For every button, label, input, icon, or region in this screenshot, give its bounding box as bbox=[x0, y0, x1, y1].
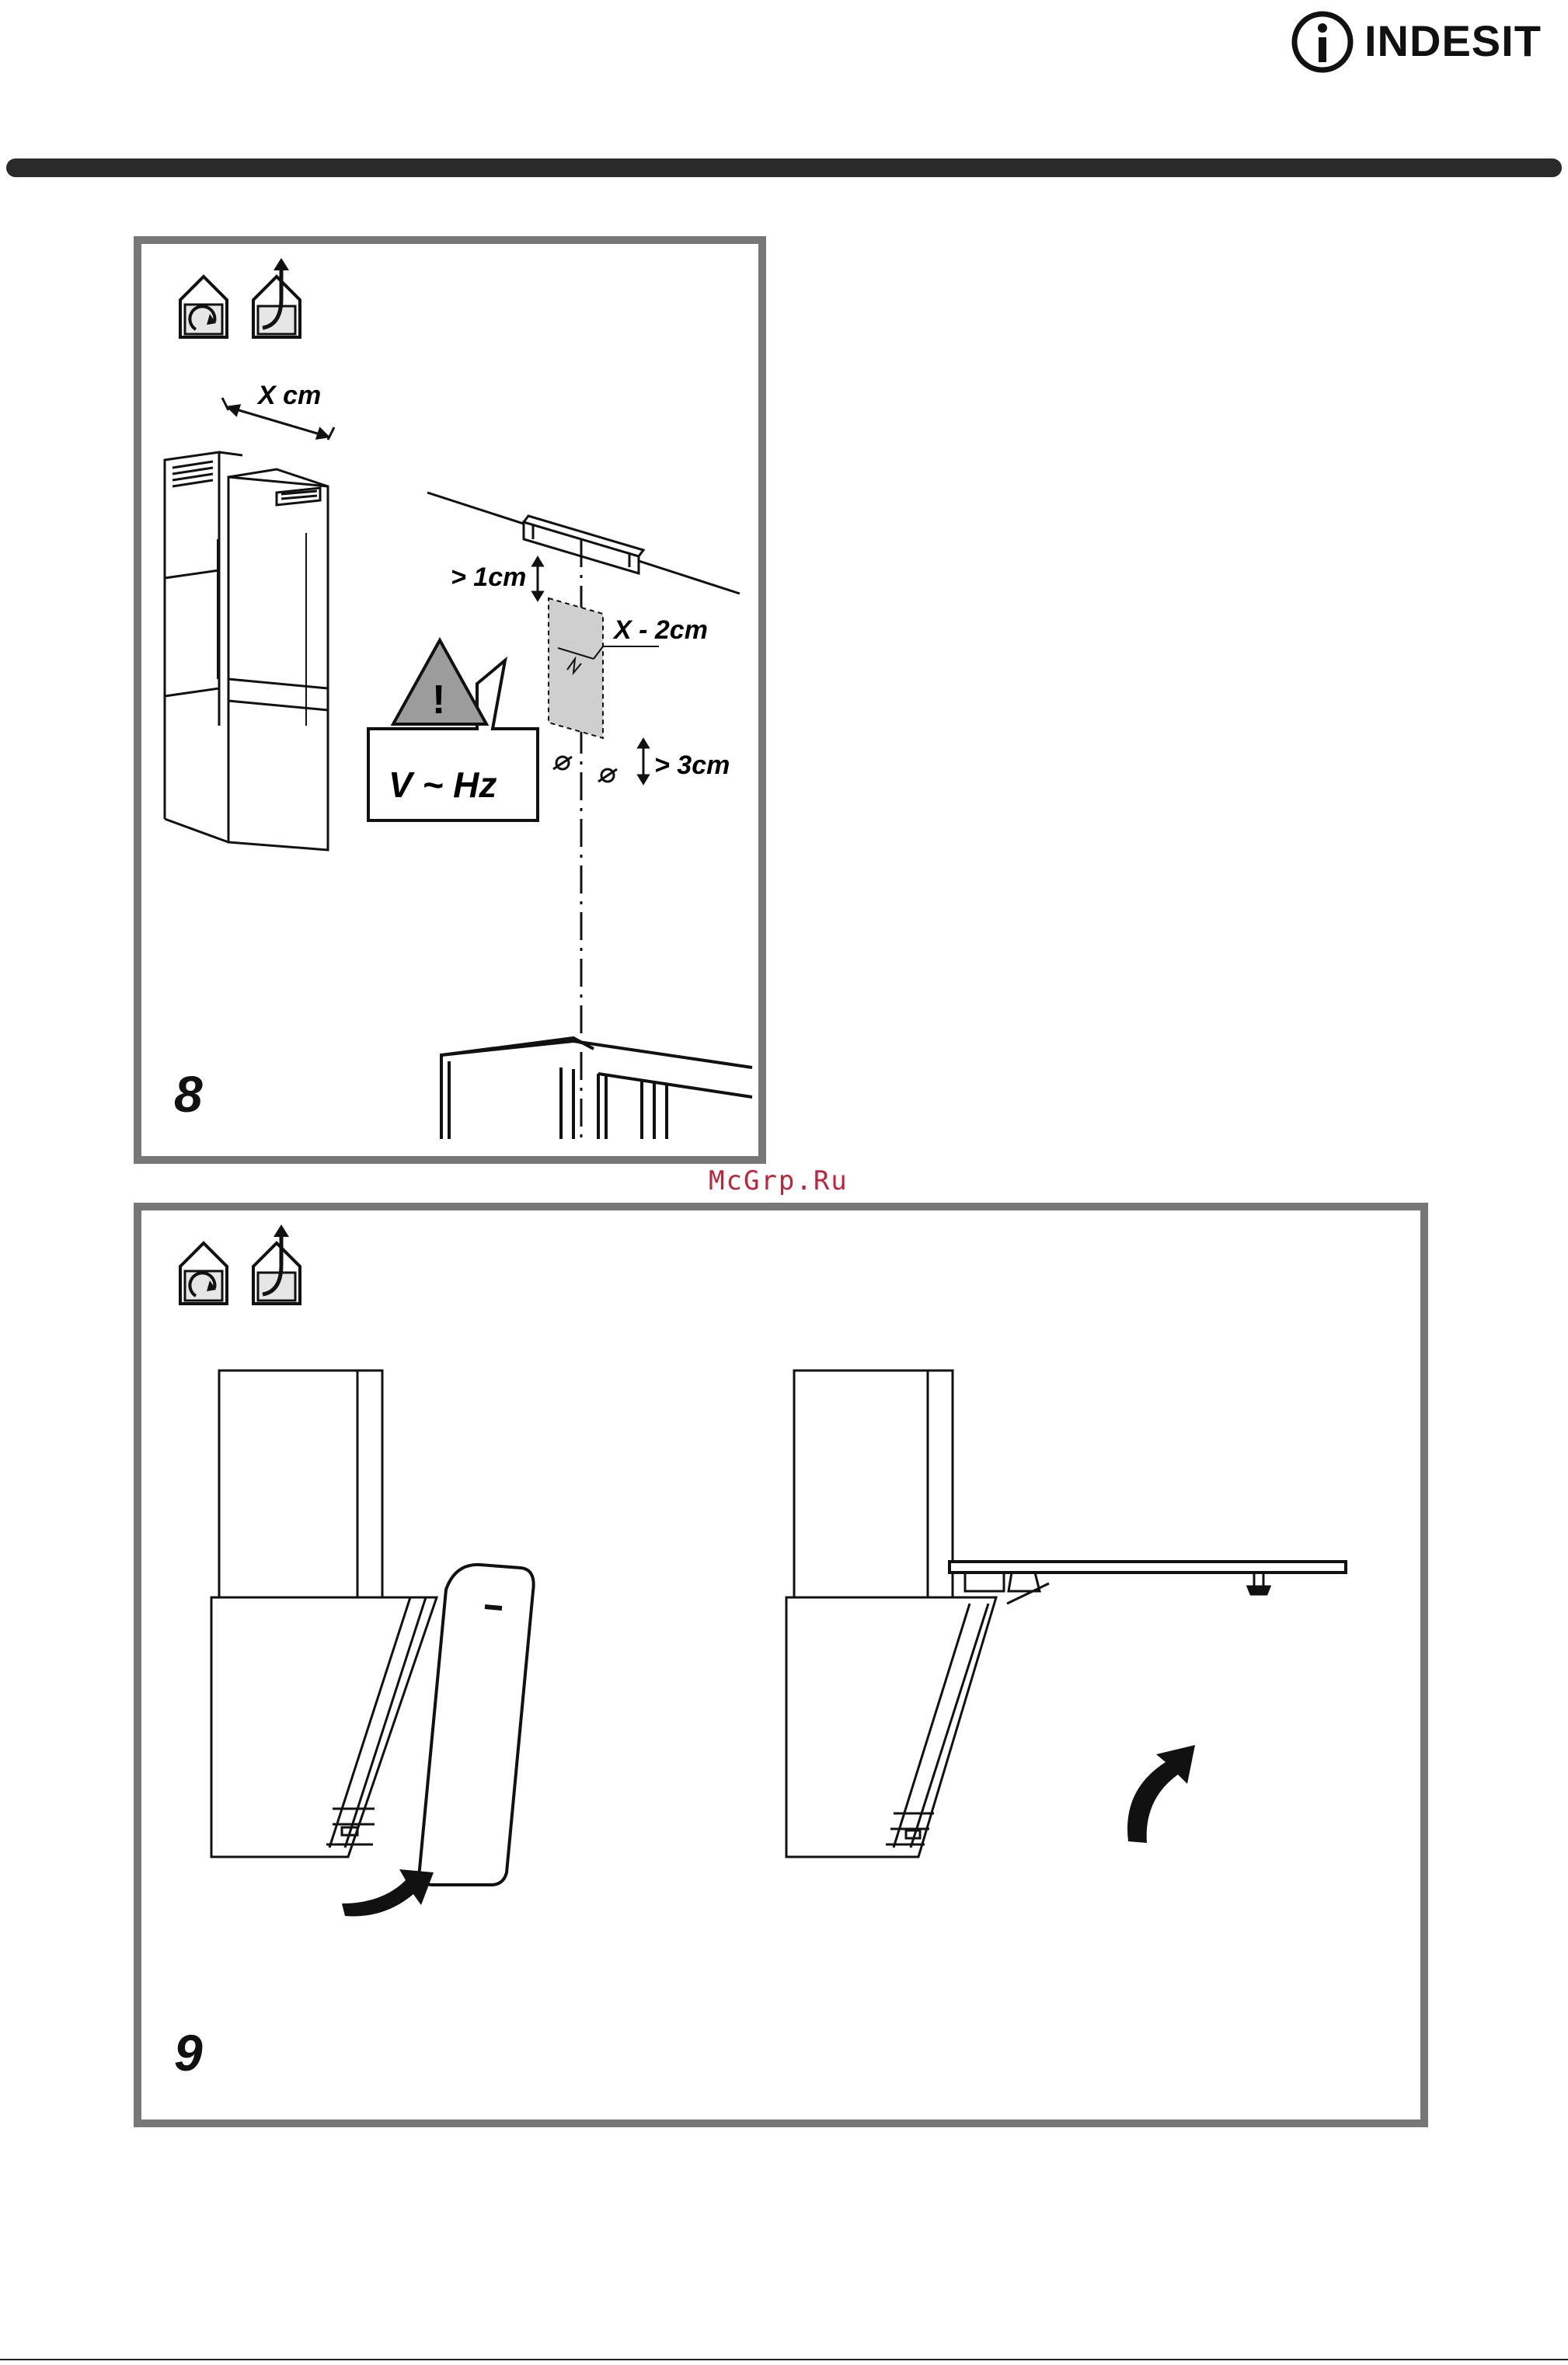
warning-mark: ! bbox=[432, 677, 445, 723]
brand-logo: INDESIT bbox=[1290, 6, 1562, 76]
wall-cabinet bbox=[441, 1038, 752, 1139]
glass-panel bbox=[419, 1565, 533, 1885]
extraction-icon bbox=[253, 1224, 300, 1304]
width-label: X cm bbox=[256, 381, 321, 410]
figure-9-number: 9 bbox=[174, 2023, 203, 2082]
figure-8-number: 8 bbox=[174, 1064, 203, 1123]
recirculation-icon bbox=[180, 1243, 227, 1304]
brand-name: INDESIT bbox=[1364, 16, 1542, 66]
figure-8-drawing: X cm > 1cm X - 2cm bbox=[141, 244, 758, 1156]
gap-top-dimension bbox=[533, 558, 542, 600]
figure-9-drawing bbox=[141, 1210, 1420, 2119]
recirculation-icon bbox=[180, 277, 227, 337]
figure-9-panel: 9 bbox=[134, 1203, 1428, 2127]
watermark-text: McGrp.Ru bbox=[709, 1165, 848, 1196]
figure-8-panel: X cm > 1cm X - 2cm bbox=[134, 236, 766, 1164]
gap-bottom-dimension bbox=[639, 740, 648, 783]
rotate-arrow-left-icon bbox=[342, 1869, 434, 1916]
hood-right bbox=[786, 1371, 1346, 1857]
gap-bottom-label: > 3cm bbox=[654, 751, 730, 780]
screws bbox=[553, 757, 617, 782]
rotate-arrow-up-icon bbox=[1127, 1745, 1195, 1843]
hood-left bbox=[211, 1371, 437, 1857]
gap-top-label: > 1cm bbox=[451, 563, 526, 592]
footer-rule bbox=[0, 2359, 1568, 2360]
power-label: V ~ Hz bbox=[389, 765, 497, 805]
zone-label: X - 2cm bbox=[612, 615, 708, 645]
header-rule bbox=[6, 158, 1562, 177]
chimney-sections bbox=[165, 452, 328, 850]
extraction-icon bbox=[253, 258, 300, 337]
